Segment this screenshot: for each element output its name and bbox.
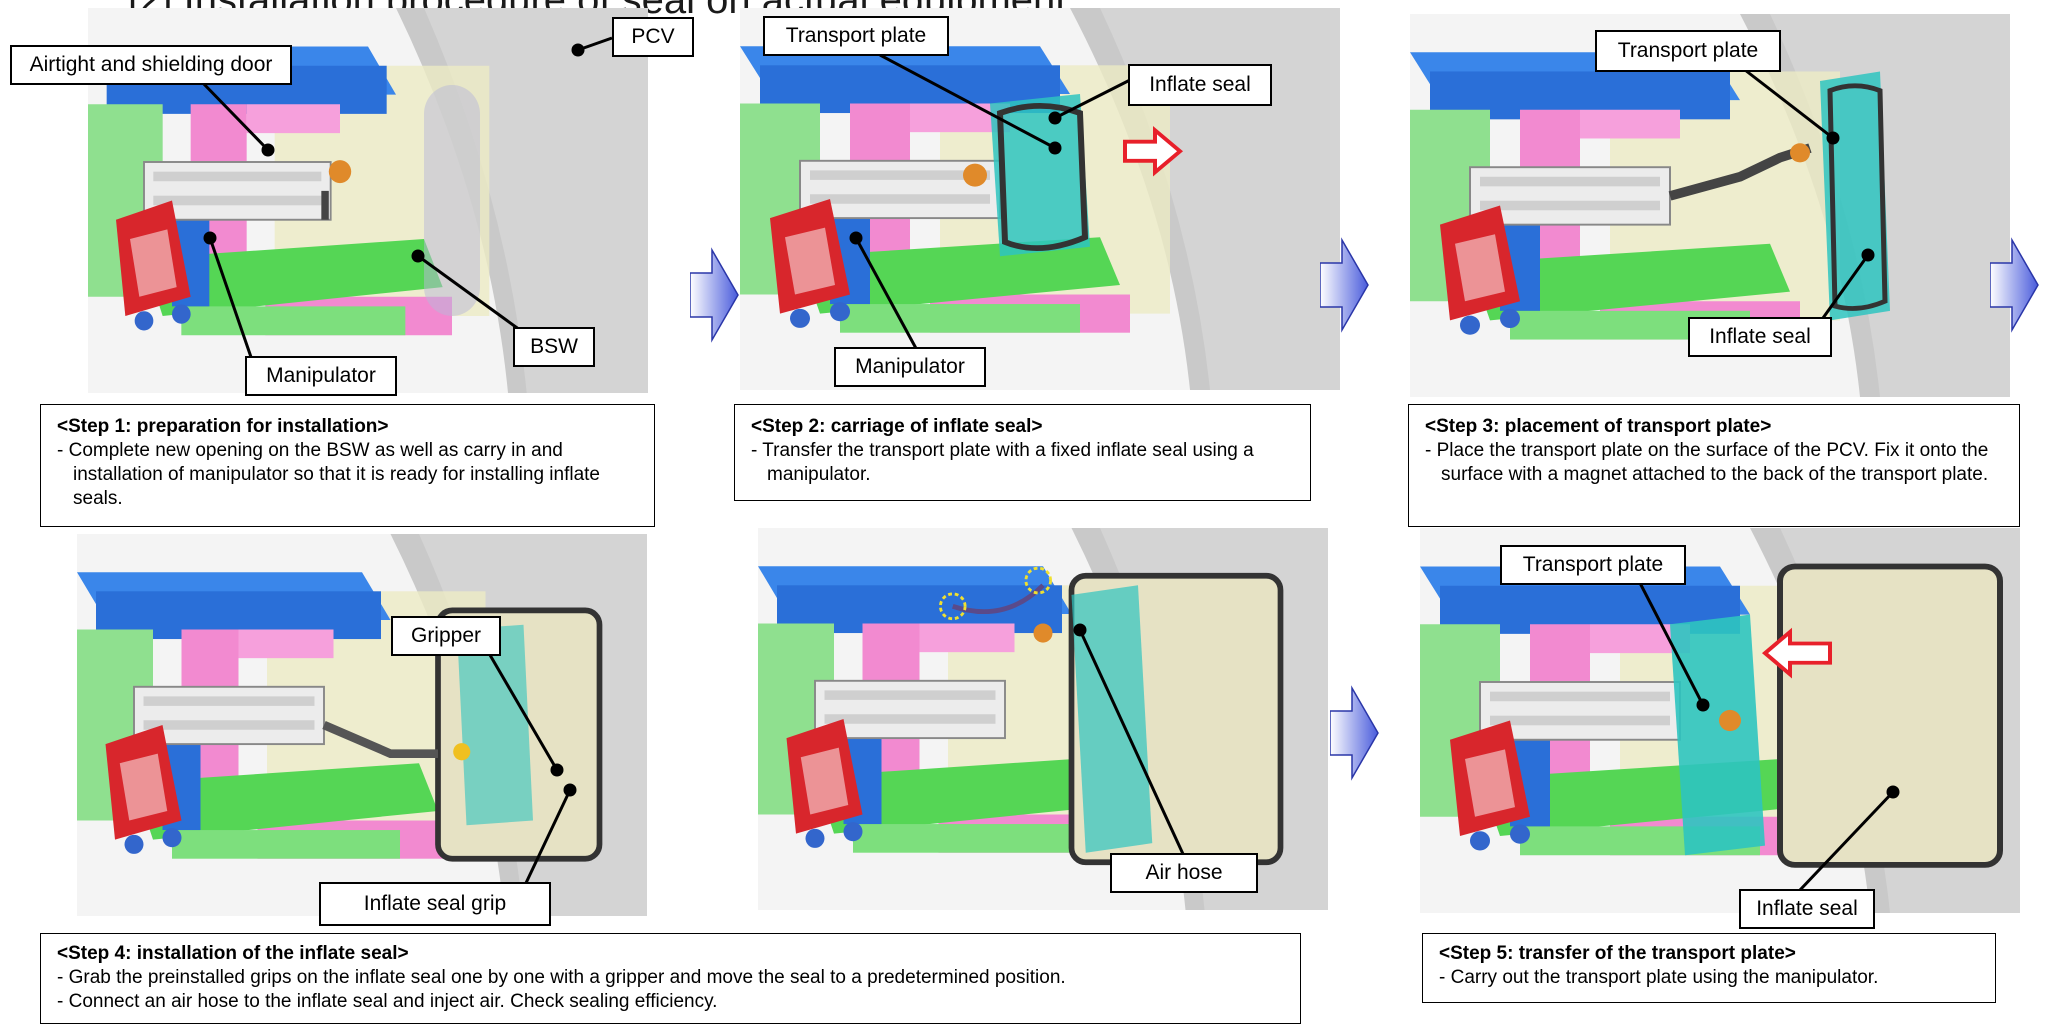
- arrow-right-icon: [1330, 685, 1379, 781]
- step1-heading: <Step 1: preparation for installation>: [57, 416, 389, 437]
- step2-image: [740, 8, 1340, 390]
- step5-image: [1420, 528, 2020, 913]
- step1-description: <Step 1: preparation for installation> -…: [40, 404, 655, 527]
- callout-airtight-door: Airtight and shielding door: [10, 45, 292, 85]
- step2-text: - Transfer the transport plate with a fi…: [751, 440, 1254, 485]
- step1-text: - Complete new opening on the BSW as wel…: [57, 440, 600, 509]
- callout-manipulator: Manipulator: [834, 347, 986, 387]
- arrow-right-icon: [1990, 237, 2039, 333]
- step5-text: - Carry out the transport plate using th…: [1439, 967, 1879, 988]
- step2-heading: <Step 2: carriage of inflate seal>: [751, 416, 1043, 437]
- callout-gripper: Gripper: [391, 616, 501, 656]
- callout-inflate-seal: Inflate seal: [1739, 889, 1875, 929]
- step3-description: <Step 3: placement of transport plate> -…: [1408, 404, 2020, 527]
- step4-text-1: - Grab the preinstalled grips on the inf…: [57, 967, 1066, 988]
- step3-heading: <Step 3: placement of transport plate>: [1425, 416, 1772, 437]
- step4-text-2: - Connect an air hose to the inflate sea…: [57, 991, 718, 1012]
- callout-transport-plate: Transport plate: [763, 16, 949, 56]
- callout-pcv: PCV: [612, 17, 694, 57]
- arrow-right-icon: [690, 247, 739, 343]
- step2-description: <Step 2: carriage of inflate seal> - Tra…: [734, 404, 1311, 501]
- step4-description: <Step 4: installation of the inflate sea…: [40, 933, 1301, 1024]
- step4-heading: <Step 4: installation of the inflate sea…: [57, 943, 409, 964]
- callout-transport-plate: Transport plate: [1595, 30, 1781, 72]
- callout-inflate-seal-grip: Inflate seal grip: [319, 882, 551, 926]
- step4-image-grip: [77, 534, 647, 916]
- callout-air-hose: Air hose: [1110, 853, 1258, 893]
- callout-inflate-seal: Inflate seal: [1128, 64, 1272, 106]
- step5-description: <Step 5: transfer of the transport plate…: [1422, 933, 1996, 1003]
- arrow-right-icon: [1320, 237, 1369, 333]
- step3-text: - Place the transport plate on the surfa…: [1425, 440, 1989, 485]
- callout-inflate-seal: Inflate seal: [1688, 317, 1832, 357]
- callout-manipulator: Manipulator: [245, 356, 397, 396]
- callout-bsw: BSW: [513, 327, 595, 367]
- callout-transport-plate: Transport plate: [1500, 545, 1686, 585]
- step5-heading: <Step 5: transfer of the transport plate…: [1439, 943, 1796, 964]
